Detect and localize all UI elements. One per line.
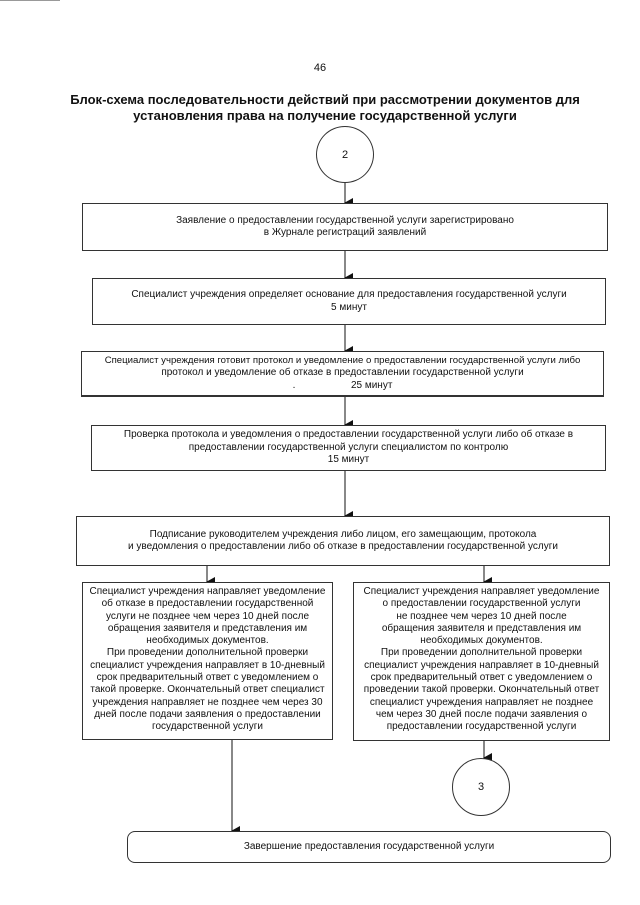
step-text: Специалист учреждения направляет уведомл… [363,586,600,597]
step-text: проведении такой проверки. Окончательный… [363,684,600,696]
step-text: Подписание руководителем учреждения либо… [149,528,537,540]
step-protocol: Специалист учреждения готовит протокол и… [81,351,604,397]
step-text: услуги не позднее чем через 10 дней посл… [105,610,310,622]
step-text: о предоставлении государственной услуги [382,598,581,610]
step-completion: Завершение предоставления государственно… [127,831,611,863]
step-text: При проведении дополнительной проверки [106,647,309,659]
step-text: необходимых документов. [420,635,543,647]
step-text: чем через 30 дней после подачи заявления… [375,708,588,720]
step-text: Заявление о предоставлении государственн… [176,214,514,226]
step-registered: Заявление о предоставлении государственн… [82,203,608,251]
title-line: установления права на получение государс… [133,108,517,123]
step-text: протокол и уведомление об отказе в предо… [161,367,524,379]
step-text: 5 минут [331,301,367,313]
step-text: необходимых документов. [146,635,269,647]
title-line: Блок-схема последовательности действий п… [70,92,580,107]
step-text: в Журнале регистраций заявлений [263,227,427,238]
step-text: предоставлении государственной услуги [386,721,577,733]
step-text: срок предварительный ответ с уведомление… [370,672,593,684]
connector-circle-end: 3 [452,758,510,816]
step-text: Проверка протокола и уведомления о предо… [123,429,574,441]
step-text: специалист учреждения направляет в 10-дн… [90,659,325,671]
step-text: Специалист учреждения определяет основан… [131,289,567,300]
step-text: об отказе в предоставлении государственн… [101,598,314,610]
step-text: При проведении дополнительной проверки [380,647,583,659]
step-text: обращения заявителя и представления им [381,622,582,634]
step-text: учреждения направляет не позднее чем чер… [92,696,323,708]
step-text: Специалист учреждения направляет уведомл… [89,586,326,597]
step-text: Специалист учреждения готовит протокол и… [104,354,581,366]
step-text: Завершение предоставления государственно… [243,840,495,852]
step-text: государственной услуги [152,721,263,733]
step-text: 15 минут [327,454,370,466]
step-refusal: Специалист учреждения направляет уведомл… [82,582,333,740]
step-text: специалист учреждения направляет в 10-дн… [364,659,599,671]
step-check: Проверка протокола и уведомления о предо… [91,425,606,471]
connector-label: 2 [341,148,349,161]
step-text: специалист учреждения направляет не позд… [369,696,594,708]
step-text: не позднее чем через 10 дней после [396,610,567,622]
step-text: . 25 минут [292,379,393,391]
step-signing: Подписание руководителем учреждения либо… [76,516,610,566]
step-grounds: Специалист учреждения определяет основан… [92,278,606,325]
step-approval: Специалист учреждения направляет уведомл… [353,582,610,741]
page-number: 46 [313,62,327,74]
step-text: обращения заявителя и представления им [107,622,308,634]
step-text: дней после подачи заявления о предоставл… [94,708,321,720]
step-text: срок предварительный ответ с уведомление… [96,672,319,684]
step-text: такой проверке. Окончательный ответ спец… [90,684,325,696]
connector-circle-start: 2 [316,126,374,183]
diagram-title: Блок-схема последовательности действий п… [60,92,590,124]
step-text: и уведомления о предоставлении либо об о… [128,541,558,552]
step-text: предоставлении государственной услуги сп… [188,441,509,453]
connector-label: 3 [477,781,485,793]
corner-mark [0,0,60,1]
